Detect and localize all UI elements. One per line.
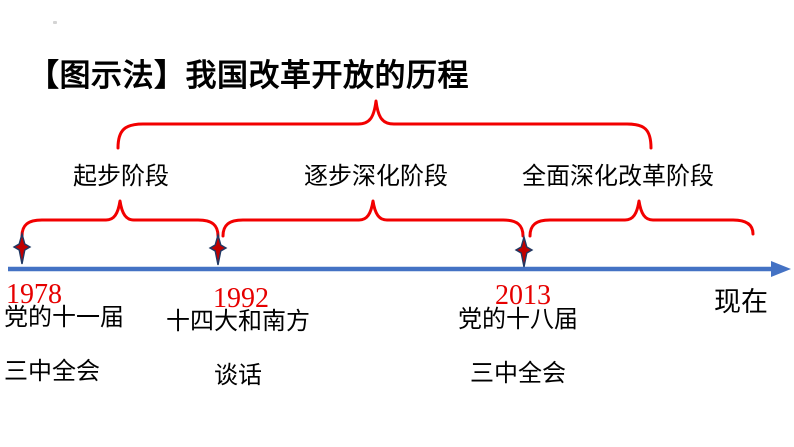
timeline-arrowhead-icon	[771, 261, 791, 277]
event-label-2013: 党的十八届 三中全会	[450, 307, 586, 388]
stage-label-comprehensive-deepening: 全面深化改革阶段	[522, 164, 714, 190]
event-label-1992: 十四大和南方 谈话	[160, 309, 316, 390]
stage-brace-1	[20, 199, 220, 238]
stage-brace-2	[221, 199, 525, 238]
year-label-1978: 1978	[6, 279, 62, 310]
year-label-1992: 1992	[213, 283, 269, 314]
overall-brace	[116, 99, 653, 150]
year-label-2013: 2013	[495, 280, 551, 311]
event-line: 党的十八届	[458, 307, 578, 333]
timeline-end-label: 现在	[714, 287, 768, 317]
speck-artifact	[53, 21, 57, 24]
stage-label-initial: 起步阶段	[73, 164, 169, 190]
event-marker-icon-2013	[514, 234, 534, 268]
page-title: 【图示法】我国改革开放的历程	[28, 58, 469, 93]
event-line: 三中全会	[470, 361, 566, 387]
event-line: 谈话	[214, 363, 262, 389]
stage-label-gradual-deepening: 逐步深化阶段	[304, 164, 448, 190]
stage-brace-3	[528, 199, 755, 238]
event-line: 党的十一届	[4, 305, 124, 331]
event-marker-icon-1978	[12, 231, 32, 265]
event-line: 三中全会	[4, 359, 100, 385]
event-label-1978: 党的十一届 三中全会	[4, 305, 134, 386]
event-line: 十四大和南方	[166, 309, 310, 335]
event-marker-icon-1992	[208, 232, 228, 266]
